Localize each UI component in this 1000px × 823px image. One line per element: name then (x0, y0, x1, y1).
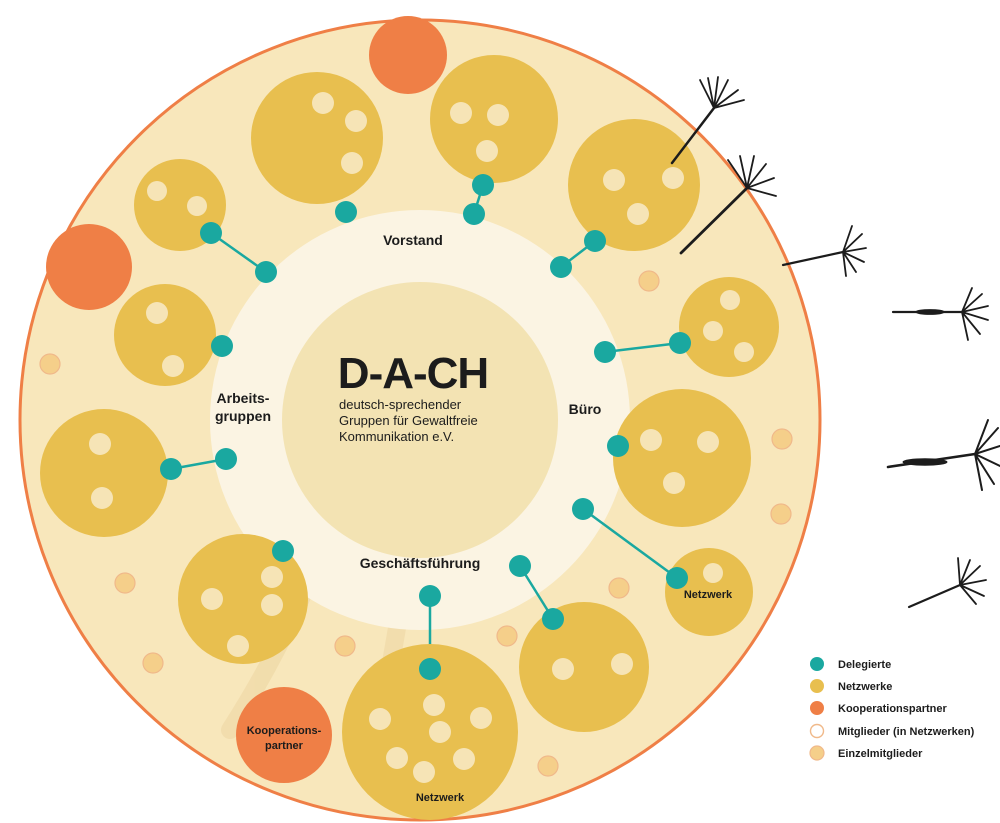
role-arbeitsgruppen-2: gruppen (215, 408, 271, 424)
network-circle (251, 72, 383, 204)
network-circle (568, 119, 700, 251)
dandelion-seed-icon (679, 155, 777, 255)
netzwerk-label-right: Netzwerk (684, 589, 733, 601)
dandelion-seed-icon (891, 287, 989, 341)
cooperation-partners (46, 16, 447, 783)
legend: Delegierte Netzwerke Kooperationspartner… (809, 657, 975, 761)
legend-partner-swatch (810, 701, 824, 715)
delegates (160, 174, 691, 680)
role-vorstand: Vorstand (383, 232, 443, 248)
dandelion-seed-icon (886, 419, 1000, 491)
legend-individual-swatch (809, 745, 825, 761)
network-circle (114, 284, 216, 386)
core-circle (282, 282, 558, 558)
legend-delegate-swatch (810, 657, 824, 671)
dandelion-seeds (670, 76, 1000, 609)
networks (40, 55, 779, 820)
individual-members (39, 270, 793, 777)
subtitle-line-2: Gruppen für Gewaltfreie (339, 413, 478, 428)
legend-item-label: Delegierte (838, 659, 891, 671)
role-geschaeftsfuehrung: Geschäftsführung (360, 555, 481, 571)
netzwerk-label-bottom: Netzwerk (416, 792, 465, 804)
dandelion-seed-icon (907, 557, 987, 609)
partner-circle (46, 224, 132, 310)
subtitle-line-3: Kommunikation e.V. (339, 429, 454, 444)
network-circle (40, 409, 168, 537)
partner-label-2: partner (265, 740, 304, 752)
role-arbeitsgruppen-1: Arbeits- (217, 390, 270, 406)
partner-label-1: Kooperations- (247, 725, 322, 737)
legend-item-label: Mitglieder (in Netzwerken) (838, 726, 975, 738)
dandelion-seed-icon (670, 76, 745, 165)
legend-item-label: Kooperationspartner (838, 703, 948, 715)
network-circle (613, 389, 751, 527)
legend-item-label: Einzelmitglieder (838, 748, 923, 760)
title: D-A-CH (338, 349, 488, 398)
partner-circle (369, 16, 447, 94)
network-circle (519, 602, 649, 732)
legend-item-label: Netzwerke (838, 681, 892, 693)
subtitle-line-1: deutsch-sprechender (339, 397, 462, 412)
role-buero: Büro (569, 401, 602, 417)
network-circle-right (665, 548, 753, 636)
network-circle (178, 534, 308, 664)
partner-circle-labeled (236, 687, 332, 783)
legend-member-swatch (809, 723, 825, 739)
legend-network-swatch (810, 679, 824, 693)
dandelion-seed-icon (781, 225, 867, 277)
